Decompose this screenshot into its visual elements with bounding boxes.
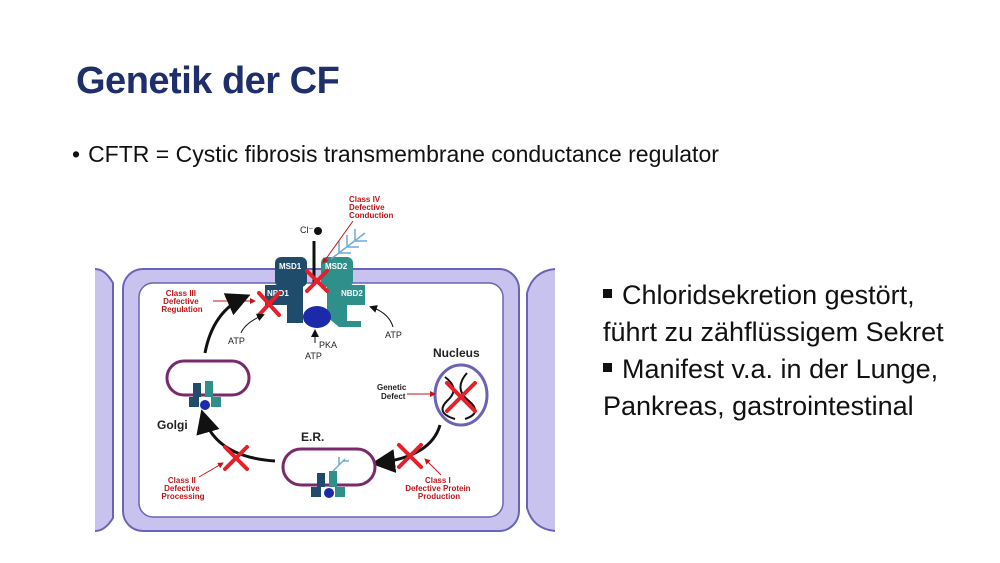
cftr-defect-diagram: MSD1 MSD2 NBD1 NBD2 Cl⁻ Class IV Defecti… [95,193,555,538]
atp-left-label: ATP [228,336,245,346]
golgi-cftr-icon [189,381,221,410]
golgi-label: Golgi [157,418,188,432]
cftr-diagram-svg: MSD1 MSD2 NBD1 NBD2 Cl⁻ Class IV Defecti… [95,195,555,532]
pka-label: PKA [319,340,337,350]
key-points: Chloridsekretion gestört, führt zu zähfl… [603,277,993,425]
point-2: Manifest v.a. in der Lunge, Pankreas, ga… [603,351,993,425]
class1-pointer [424,458,442,476]
msd2-domain [321,257,353,287]
msd1-label: MSD1 [279,262,302,271]
class2-pointer [198,462,224,478]
dna-icon [441,372,476,420]
bullet-dot: • [72,141,81,167]
atp-center-label: ATP [305,351,322,361]
atp-right-label: ATP [385,330,402,340]
chloride-ion [314,227,322,235]
nbd2-label: NBD2 [341,289,363,298]
left-neighbor-cell [95,268,114,532]
cross-class2-icon [223,445,249,471]
chloride-label: Cl⁻ [300,225,313,235]
cross-class1-icon [397,443,423,469]
nbd1-domain [265,285,303,323]
class4-pointer [322,220,354,264]
genetic-defect-label: Genetic Defect [377,383,409,401]
class4-label: Class IV Defective Conduction [349,195,394,220]
point-1-line-2: führt zu zähflüssigem Sekret [603,317,944,347]
point-2-line-1: Manifest v.a. in der Lunge, [622,354,939,384]
right-neighbor-cell [526,268,555,532]
cross-nucleus-icon [445,381,477,413]
cftr-bullet-text: CFTR = Cystic fibrosis transmembrane con… [88,141,719,167]
slide-title: Genetik der CF [76,60,340,102]
point-2-line-2: Pankreas, gastrointestinal [603,391,914,421]
er-cftr-icon [311,457,349,498]
point-1: Chloridsekretion gestört, führt zu zähfl… [603,277,993,351]
msd2-label: MSD2 [325,262,348,271]
nucleus-to-er-arrow [371,424,442,473]
atp-right-arrow [369,305,394,328]
msd1-domain [275,257,307,287]
atp-left-arrow [240,313,265,334]
golgi-to-membrane-arrow [203,293,251,354]
class1-label: Class I Defective Protein Production [405,476,473,501]
cross-class3-icon [257,291,281,317]
class3-label: Class III Defective Regulation [161,289,202,314]
cftr-bullet: • CFTR = Cystic fibrosis transmembrane co… [72,141,719,168]
nucleus-label: Nucleus [433,346,480,360]
square-bullet-icon [603,363,612,373]
r-domain [303,306,331,328]
point-1-line-1: Chloridsekretion gestört, [622,280,915,310]
square-bullet-icon [603,289,612,299]
er-label: E.R. [301,430,324,444]
nbd2-domain [327,285,365,327]
glycosylation-icon [330,229,367,260]
cross-class4-icon [305,269,329,293]
class2-label: Class II Defective Processing [161,476,204,501]
